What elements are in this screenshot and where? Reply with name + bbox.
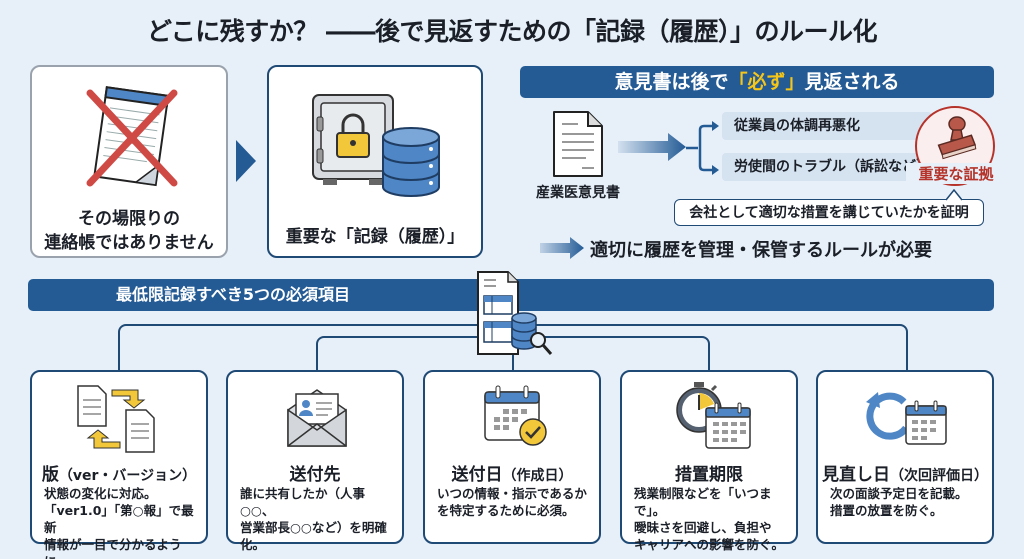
- desc-line: 次の面談予定日を記載。: [830, 486, 968, 501]
- safe-and-database-icon: [312, 94, 440, 197]
- gradient-arrow-icon: [618, 133, 686, 161]
- branch-item-health: 従業員の体調再悪化: [722, 112, 932, 140]
- item-desc-recipient: 誰に共有したか（人事○○、 営業部長○○など）を明確 化。: [240, 485, 394, 553]
- refresh-calendar-icon: [866, 392, 947, 445]
- review-banner: 意見書は後で「必ず」見返される: [520, 66, 994, 98]
- item-title-main: 送付日: [451, 465, 503, 485]
- item-title-sub: （ver・バージョン）: [58, 468, 197, 484]
- desc-line: を特定するために必須。: [437, 503, 575, 518]
- banner-highlight: 「必ず」: [728, 71, 805, 93]
- item-card-send-date: 送付日（作成日） いつの情報・指示であるか を特定するために必須。: [423, 370, 601, 544]
- item-desc-version: 状態の変化に対応。 「ver1.0」「第○報」で最新 情報が一目で分かるように。: [44, 485, 198, 559]
- item-title-main: 版: [41, 465, 59, 485]
- conclusion-arrow-icon: [540, 237, 584, 259]
- desc-line: 曖昧さを回避し、負担や: [634, 520, 772, 535]
- record-card-label: 重要な「記録（履歴）」: [285, 227, 465, 247]
- stamp-icon: [937, 116, 977, 160]
- desc-line: いつの情報・指示であるか: [437, 486, 587, 501]
- document-icon: [553, 111, 603, 177]
- item-title-review-date: 見直し日（次回評価日）: [818, 460, 992, 485]
- item-desc-review-date: 次の面談予定日を記載。 措置の放置を防ぐ。: [830, 485, 984, 519]
- crossed-out-notepad-icon: [86, 86, 178, 187]
- right-triangle-arrow-icon: [236, 140, 256, 182]
- document-label: 産業医意見書: [536, 185, 620, 201]
- desc-line: 「ver1.0」「第○報」で最新: [44, 503, 194, 535]
- stamp-label: 重要な証拠: [906, 163, 1006, 184]
- item-title-deadline: 措置期限: [622, 460, 796, 485]
- banner-suffix: 見返される: [804, 71, 900, 93]
- proof-callout: 会社として適切な措置を講じていたかを証明: [674, 199, 984, 226]
- item-desc-send-date: いつの情報・指示であるか を特定するために必須。: [437, 485, 591, 519]
- item-title-sub: （次回評価日）: [890, 468, 988, 484]
- not-notebook-line2: 連絡帳ではありません: [44, 233, 214, 253]
- desc-line: 残業制限などを「いつまで」。: [634, 486, 772, 518]
- page-title: どこに残すか？ ――後で見返すための「記録（履歴）」のルール化: [147, 17, 877, 46]
- spreadsheet-database-search-icon: [477, 271, 553, 355]
- desc-line: 情報が一目で分かるように。: [44, 537, 182, 559]
- not-notebook-line1: その場限りの: [78, 209, 180, 229]
- desc-line: 措置の放置を防ぐ。: [830, 503, 943, 518]
- callout-pointer: [946, 189, 962, 201]
- item-title-main: 送付先: [289, 465, 341, 485]
- desc-line: 営業部長○○など）を明確: [240, 520, 387, 535]
- section-heading: 最低限記録すべき5つの必須項目: [116, 285, 351, 304]
- item-card-review-date: 見直し日（次回評価日） 次の面談予定日を記載。 措置の放置を防ぐ。: [816, 370, 994, 544]
- desc-line: 誰に共有したか（人事○○、: [240, 486, 366, 518]
- desc-line: 状態の変化に対応。: [44, 486, 157, 501]
- desc-line: キャリアへの影響を防ぐ。: [634, 537, 785, 552]
- item-title-main: 見直し日: [822, 465, 890, 485]
- conclusion-text: 適切に履歴を管理・保管するルールが必要: [590, 240, 932, 261]
- item-card-recipient: 送付先 誰に共有したか（人事○○、 営業部長○○など）を明確 化。: [226, 370, 404, 552]
- version-swap-documents-icon: [77, 385, 155, 453]
- item-title-version: 版（ver・バージョン）: [32, 460, 206, 485]
- record-card: 重要な「記録（履歴）」: [267, 65, 483, 258]
- calendar-check-icon: [484, 385, 547, 446]
- item-desc-deadline: 残業制限などを「いつまで」。 曖昧さを回避し、負担や キャリアへの影響を防ぐ。: [634, 485, 788, 553]
- item-card-version: 版（ver・バージョン） 状態の変化に対応。 「ver1.0」「第○報」で最新 …: [30, 370, 208, 559]
- item-title-sub: （作成日）: [502, 468, 573, 484]
- not-notebook-card: その場限りの 連絡帳ではありません: [30, 65, 228, 258]
- desc-line: 化。: [240, 537, 266, 552]
- item-title-recipient: 送付先: [228, 460, 402, 485]
- item-card-deadline: 措置期限 残業制限などを「いつまで」。 曖昧さを回避し、負担や キャリアへの影響…: [620, 370, 798, 552]
- item-title-main: 措置期限: [675, 465, 743, 485]
- item-title-send-date: 送付日（作成日）: [425, 460, 599, 485]
- envelope-contact-icon: [287, 389, 347, 447]
- branch-item-dispute: 労使間のトラブル（訴訟など）: [722, 153, 932, 181]
- branch-connector: [686, 121, 719, 175]
- banner-prefix: 意見書は後で: [614, 71, 729, 93]
- stopwatch-calendar-icon: [676, 382, 751, 449]
